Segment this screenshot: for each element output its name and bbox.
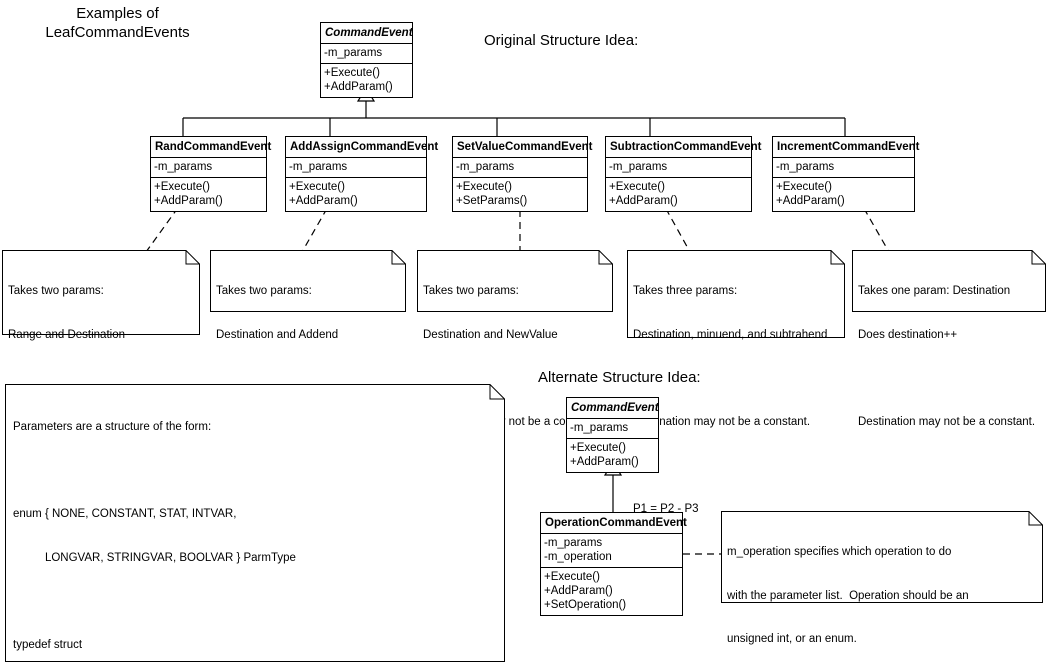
note-line [858, 371, 1038, 386]
operation: +Execute() [776, 181, 832, 193]
class-name-commandevent-alt: CommandEvent [567, 398, 659, 419]
attribute: -m_params [289, 161, 348, 173]
note-randcommandevent: Takes two params: Range and Destination … [2, 250, 200, 515]
page-title-leaf-examples: Examples of LeafCommandEvents [45, 5, 190, 41]
class-operations-operationcommandevent: +Execute() +AddParam() +SetOperation() [541, 568, 682, 615]
operation: +AddParam() [544, 585, 613, 597]
class-attributes-randcommandevent: -m_params [151, 158, 266, 178]
note-line: Destination, minuend, and subtrahend [633, 328, 828, 341]
note-line: Destination may not be a constant. [858, 415, 1036, 428]
class-name-setvaluecommandevent: SetValueCommandEvent [453, 137, 592, 158]
operation: +AddParam() [776, 195, 845, 207]
note-text: Parameters are a structure of the form: … [13, 391, 497, 665]
note-line: m_operation specifies which operation to… [727, 546, 952, 558]
operation: +Execute() [456, 181, 512, 193]
operation: +SetParams() [456, 195, 528, 207]
class-name-randcommandevent: RandCommandEvent [151, 137, 271, 158]
operation: +Execute() [154, 181, 210, 193]
note-line [633, 371, 837, 386]
note-text: Takes three params: Destination, minuend… [633, 255, 837, 545]
note-line: with the parameter list. Operation shoul… [727, 589, 969, 602]
note-line: Destination and Addend [216, 328, 339, 341]
operation: +AddParam() [609, 195, 678, 207]
note-line [13, 464, 497, 479]
note-line: P1 = P2 - P3 [633, 502, 699, 515]
note-setvaluecommandevent: Takes two params: Destination and NewVal… [417, 250, 613, 428]
note-line: Takes two params: [216, 285, 312, 297]
note-line: Range and Destination [8, 328, 125, 341]
note-line: Takes two params: [423, 285, 519, 297]
class-box-subtractioncommandevent[interactable]: SubtractionCommandEvent -m_params +Execu… [605, 136, 761, 212]
class-operations-incrementcommandevent: +Execute() +AddParam() [773, 178, 914, 211]
heading-original-structure: Original Structure Idea: [484, 32, 639, 49]
note-line: enum { NONE, CONSTANT, STAT, INTVAR, [13, 508, 237, 520]
operation: +Execute() [609, 181, 665, 193]
note-line: typedef struct [13, 638, 83, 651]
attribute: -m_params [776, 161, 835, 173]
class-operations-randcommandevent: +Execute() +AddParam() [151, 178, 266, 211]
attribute: -m_params [324, 47, 383, 59]
note-line: Parameters are a structure of the form: [13, 421, 212, 433]
note-line: LONGVAR, STRINGVAR, BOOLVAR } ParmType [13, 551, 296, 564]
attribute: -m_params [456, 161, 515, 173]
class-box-addassigncommandevent[interactable]: AddAssignCommandEvent -m_params +Execute… [285, 136, 438, 212]
class-attributes-subtractioncommandevent: -m_params [606, 158, 751, 178]
operation: +AddParam() [154, 195, 223, 207]
class-name-operationcommandevent: OperationCommandEvent [541, 513, 687, 534]
operation: +Execute() [324, 67, 380, 79]
note-subtractioncommandevent: Takes three params: Destination, minuend… [627, 250, 845, 515]
class-box-incrementcommandevent[interactable]: IncrementCommandEvent -m_params +Execute… [772, 136, 920, 212]
attribute: -m_params [609, 161, 668, 173]
class-attributes-setvaluecommandevent: -m_params [453, 158, 587, 178]
class-name-subtractioncommandevent: SubtractionCommandEvent [606, 137, 761, 158]
attribute: -m_params [544, 537, 603, 549]
class-attributes-incrementcommandevent: -m_params [773, 158, 914, 178]
operation: +AddParam() [289, 195, 358, 207]
attribute: -m_operation [544, 551, 612, 563]
heading-alternate-structure: Alternate Structure Idea: [538, 369, 701, 386]
class-name-commandevent: CommandEvent [321, 23, 413, 44]
note-line: Takes two params: [8, 285, 104, 297]
attribute: -m_params [154, 161, 213, 173]
note-incrementcommandevent: Takes one param: Destination Does destin… [852, 250, 1046, 428]
note-line: Takes one param: Destination [858, 285, 1011, 297]
class-operations-setvaluecommandevent: +Execute() +SetParams() [453, 178, 587, 211]
operation: +Execute() [570, 442, 626, 454]
class-box-operationcommandevent[interactable]: OperationCommandEvent -m_params -m_opera… [540, 512, 687, 616]
note-line [13, 594, 497, 609]
class-name-addassigncommandevent: AddAssignCommandEvent [286, 137, 438, 158]
operation: +AddParam() [324, 81, 393, 93]
class-box-setvaluecommandevent[interactable]: SetValueCommandEvent -m_params +Execute(… [452, 136, 592, 212]
operation: +Execute() [289, 181, 345, 193]
note-line: Destination may not be a constant. [633, 415, 811, 428]
class-attributes-addassigncommandevent: -m_params [286, 158, 426, 178]
note-line: Destination and NewValue [423, 328, 558, 341]
class-box-randcommandevent[interactable]: RandCommandEvent -m_params +Execute() +A… [150, 136, 271, 212]
note-text: m_operation specifies which operation to… [727, 516, 1035, 665]
note-line: Does destination++ [858, 328, 958, 341]
class-operations-subtractioncommandevent: +Execute() +AddParam() [606, 178, 751, 211]
note-operationcommandevent: m_operation specifies which operation to… [721, 511, 1043, 645]
note-parameters-structure: Parameters are a structure of the form: … [5, 384, 505, 662]
class-operations-commandevent: +Execute() +AddParam() [321, 64, 412, 97]
operation: +Execute() [544, 571, 600, 583]
class-box-commandevent[interactable]: CommandEvent -m_params +Execute() +AddPa… [320, 22, 413, 98]
class-attributes-commandevent: -m_params [321, 44, 412, 64]
class-attributes-operationcommandevent: -m_params -m_operation [541, 534, 682, 568]
operation: +AddParam() [570, 456, 639, 468]
class-operations-commandevent-alt: +Execute() +AddParam() [567, 439, 658, 472]
class-box-commandevent-alt[interactable]: CommandEvent -m_params +Execute() +AddPa… [566, 397, 659, 473]
attribute: -m_params [570, 422, 629, 434]
note-line [633, 458, 837, 473]
operation: +SetOperation() [544, 599, 627, 611]
note-line: Takes three params: [633, 285, 738, 297]
class-name-incrementcommandevent: IncrementCommandEvent [773, 137, 920, 158]
class-operations-addassigncommandevent: +Execute() +AddParam() [286, 178, 426, 211]
class-attributes-commandevent-alt: -m_params [567, 419, 658, 439]
note-addassigncommandevent: Takes two params: Destination and Addend… [210, 250, 406, 428]
note-text: Takes one param: Destination Does destin… [858, 255, 1038, 458]
note-line: unsigned int, or an enum. [727, 633, 857, 645]
